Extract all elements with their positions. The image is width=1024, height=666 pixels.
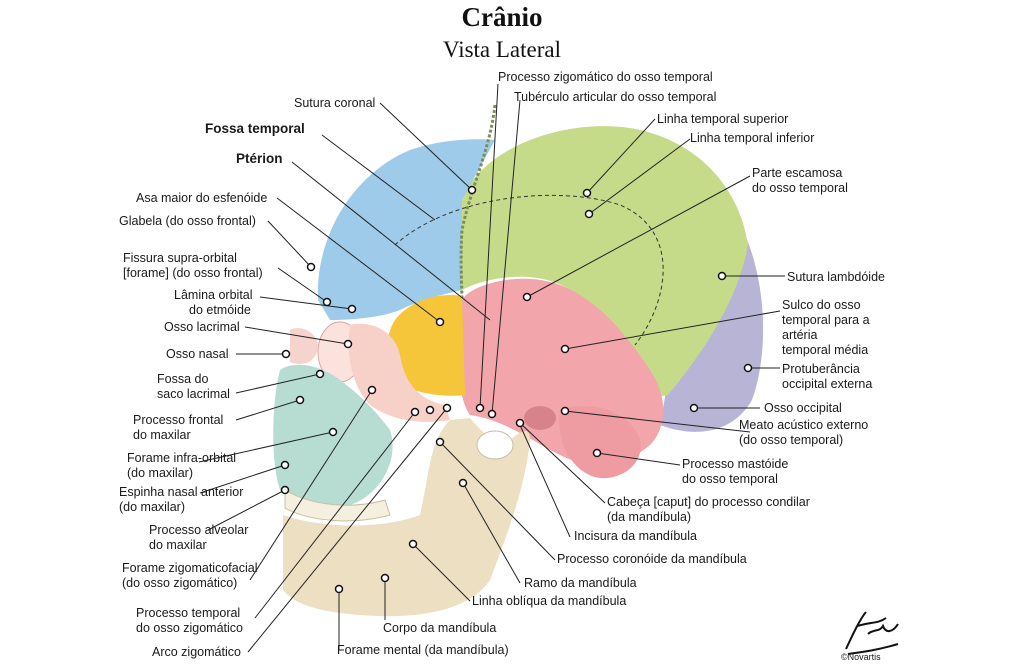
label-processo-temporal-1: Processo temporal xyxy=(136,606,241,620)
page-title: Crânio xyxy=(461,2,543,32)
label-forame-zigo-2: (do osso zigomático) xyxy=(122,576,238,590)
label-sulco-3: artéria xyxy=(782,328,818,342)
label-fissura-2: [forame] (do osso frontal) xyxy=(123,266,263,280)
parietal-bone xyxy=(462,126,748,401)
label-sutura-lambdoide: Sutura lambdóide xyxy=(787,270,885,284)
label-espinha-1: Espinha nasal anterior xyxy=(119,485,244,499)
sphenoid-bone xyxy=(387,295,465,396)
label-fossa-saco-1: Fossa do xyxy=(157,372,209,386)
label-processo-alveolar-2: do maxilar xyxy=(149,538,207,552)
label-cabeca-2: (da mandíbula) xyxy=(607,510,692,524)
upper-teeth xyxy=(284,489,391,522)
label-linha-obliqua: Linha oblíqua da mandíbula xyxy=(472,594,627,608)
label-espinha-2: (do maxilar) xyxy=(119,500,185,514)
label-osso-lacrimal: Osso lacrimal xyxy=(164,320,240,334)
coronal-suture xyxy=(459,104,497,301)
label-sulco-2: temporal para a xyxy=(782,313,870,327)
label-linha-temporal-inferior: Linha temporal inferior xyxy=(690,131,815,145)
label-processo-frontal-2: do maxilar xyxy=(133,428,191,442)
label-protuberancia-1: Protuberância xyxy=(782,362,860,376)
label-fossa-saco-2: saco lacrimal xyxy=(157,387,230,401)
zygomatic-bone xyxy=(348,323,450,422)
label-meato-1: Meato acústico externo xyxy=(739,418,869,432)
label-forame-infra-2: (do maxilar) xyxy=(127,466,193,480)
condyle xyxy=(476,430,514,460)
mastoid-process xyxy=(559,406,641,479)
label-incisura: Incisura da mandíbula xyxy=(574,529,697,543)
label-lamina-2: do etmóide xyxy=(189,303,251,317)
label-meato-2: (do osso temporal) xyxy=(739,433,844,447)
label-sulco-1: Sulco do osso xyxy=(782,298,861,312)
label-processo-zigomatico: Processo zigomático do osso temporal xyxy=(498,70,713,84)
acoustic-meatus xyxy=(524,406,556,430)
label-processo-temporal-2: do osso zigomático xyxy=(136,621,244,635)
label-pterion: Ptérion xyxy=(236,151,283,166)
label-ramo: Ramo da mandíbula xyxy=(524,576,637,590)
label-cabeca-1: Cabeça [caput] do processo condilar xyxy=(607,495,810,509)
label-processo-coronoide: Processo coronóide da mandíbula xyxy=(557,552,747,566)
label-forame-mental: Forame mental (da mandíbula) xyxy=(337,643,509,657)
label-processo-mastoide-2: do osso temporal xyxy=(682,472,778,486)
signature-text: ©Novartis xyxy=(841,652,881,662)
label-forame-infra-1: Forame infra-orbital xyxy=(127,451,237,465)
temporal-line xyxy=(394,194,664,346)
label-arco: Arco zigomático xyxy=(152,645,241,659)
mandible xyxy=(283,418,530,617)
label-osso-nasal: Osso nasal xyxy=(166,347,229,361)
label-parte-escamosa-1: Parte escamosa xyxy=(752,166,843,180)
label-forame-zigo-1: Forame zigomaticofacial xyxy=(122,561,258,575)
label-parte-escamosa-2: do osso temporal xyxy=(752,181,848,195)
label-asa-maior: Asa maior do esfenóide xyxy=(136,191,268,205)
label-osso-occipital: Osso occipital xyxy=(764,401,842,415)
page-subtitle: Vista Lateral xyxy=(442,37,562,62)
label-fissura-1: Fissura supra-orbital xyxy=(123,251,237,265)
frontal-bone xyxy=(317,139,495,320)
netter-signature xyxy=(845,611,899,655)
label-lamina-1: Lâmina orbital xyxy=(174,288,253,302)
nasal-bone xyxy=(290,328,318,365)
label-corpo: Corpo da mandíbula xyxy=(383,621,497,635)
label-linha-temporal-superior: Linha temporal superior xyxy=(657,112,789,126)
label-tuberculo-articular: Tubérculo articular do osso temporal xyxy=(514,90,717,104)
label-glabela: Glabela (do osso frontal) xyxy=(119,214,256,228)
label-processo-frontal-1: Processo frontal xyxy=(133,413,224,427)
label-processo-mastoide-1: Processo mastóide xyxy=(682,457,789,471)
label-sutura-coronal: Sutura coronal xyxy=(294,96,376,110)
label-fossa-temporal: Fossa temporal xyxy=(205,121,305,136)
label-protuberancia-2: occipital externa xyxy=(782,377,873,391)
label-processo-alveolar-1: Processo alveolar xyxy=(149,523,249,537)
label-sulco-4: temporal média xyxy=(782,343,869,357)
